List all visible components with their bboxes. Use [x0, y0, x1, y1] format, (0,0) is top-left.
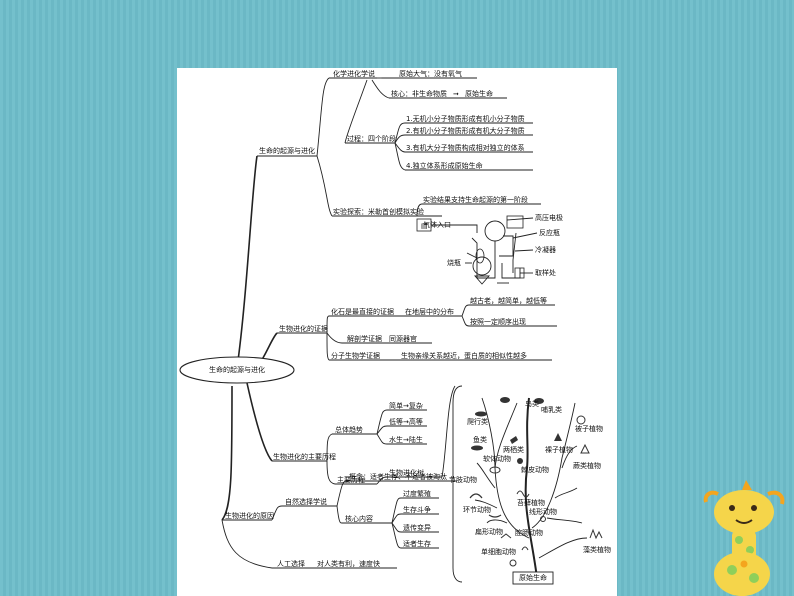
tree-arthropod: 节肢动物	[449, 475, 477, 484]
trend-label: 总体趋势	[335, 425, 363, 434]
anatomy-text: 解剖学证据	[347, 334, 382, 343]
cause-item-4: 适者生存	[403, 539, 431, 548]
evidence-label: 生物进化的证据	[279, 324, 328, 333]
cause-item-3: 遗传变异	[403, 523, 431, 532]
origin-label: 生命的起源与进化	[259, 146, 315, 155]
giraffe-decoration-icon	[703, 480, 785, 596]
tree-protozoa: 单细胞动物	[481, 547, 516, 556]
boiler-label: 烧瓶	[447, 258, 461, 267]
miller-apparatus: ▤	[416, 215, 538, 285]
mind-map-card: 生命的起源与进化 生命的起源与进化 化学进化学说 原始大气：没有氧气 核心：非生…	[177, 68, 617, 596]
tree-mammal: 哺乳类	[541, 405, 562, 414]
tree-organism-icons	[469, 397, 603, 567]
tree-annelid: 环节动物	[463, 505, 491, 514]
tree-cnidarian: 腔肠动物	[515, 528, 543, 537]
core-result-text: 原始生命	[465, 89, 493, 98]
condenser-label: 冷凝器	[535, 245, 556, 254]
tree-root-label: 原始生命	[519, 573, 547, 582]
tree-gymnosperm: 裸子植物	[545, 445, 573, 454]
tree-angiosperm: 被子植物	[575, 424, 603, 433]
artificial-detail: 对人类有利，速度快	[317, 559, 380, 568]
experiment-result: 实验结果支持生命起源的第一阶段	[423, 195, 528, 204]
newer-text: 按照一定顺序出现	[470, 317, 526, 326]
fossil-text: 化石是最直接的证据	[331, 307, 394, 316]
older-text: 越古老，越简单，越低等	[470, 296, 547, 305]
sample-label: 取样处	[535, 268, 556, 277]
tree-fish: 鱼类	[473, 435, 487, 444]
process-step-2: 2.有机小分子物质形成有机大分子物质	[406, 126, 525, 135]
gas-inlet-label: 气体入口	[423, 220, 451, 229]
core-text: 核心：非生命物质	[391, 89, 447, 98]
process-step-4: 4.独立体系形成原始生命	[406, 161, 483, 170]
distribution-text: 在地层中的分布	[405, 307, 454, 316]
tree-algae: 藻类植物	[583, 545, 611, 554]
main-course-label: 主要历程	[337, 475, 365, 484]
chem-theory-label: 化学进化学说	[333, 69, 375, 78]
mind-map: 生命的起源与进化 生命的起源与进化 化学进化学说 原始大气：没有氧气 核心：非生…	[179, 69, 611, 585]
tree-reptile: 爬行类	[467, 417, 488, 426]
tree-amphibian: 两栖类	[503, 445, 524, 454]
core-arrow-icon: ➞	[453, 90, 459, 98]
trend-item-1: 简单→复杂	[389, 401, 423, 410]
tree-mollusk: 软体动物	[483, 454, 511, 463]
tree-root-box	[512, 571, 554, 585]
cause-label: 生物进化的原因	[225, 511, 274, 520]
tree-bird: 鸟类	[525, 399, 539, 408]
tree-echinoderm: 棘皮动物	[521, 465, 549, 474]
artificial-label: 人工选择	[277, 559, 305, 568]
course-label: 生物进化的主要历程	[273, 452, 336, 461]
trend-item-2: 低等→高等	[389, 417, 423, 426]
process-label: 过程：四个阶段	[347, 134, 396, 143]
root-node	[179, 356, 295, 384]
concept-text: 概念：适者生存、不适者被淘汰	[349, 472, 447, 481]
trend-item-3: 水生→陆生	[389, 435, 423, 444]
experiment-label: 实验探索：米勒首创模拟实验	[333, 207, 424, 216]
tree-flatworm: 扁形动物	[475, 527, 503, 536]
flask-label: 反应瓶	[539, 228, 560, 237]
electrode-label: 高压电极	[535, 213, 563, 222]
cause-item-1: 过度繁殖	[403, 489, 431, 498]
molecular-text: 分子生物学证据	[331, 351, 380, 360]
core-content-label: 核心内容	[345, 514, 373, 523]
tree-fern: 蕨类植物	[573, 461, 601, 470]
process-step-1: 1.无机小分子物质形成有机小分子物质	[406, 114, 525, 123]
cause-item-2: 生存斗争	[403, 505, 431, 514]
evolution-tree	[452, 385, 588, 583]
natural-selection-label: 自然选择学说	[285, 497, 327, 506]
atmosphere-text: 原始大气：没有氧气	[399, 69, 462, 78]
tree-bryophyte: 苔藓植物	[517, 498, 545, 507]
root-label: 生命的起源与进化	[209, 365, 265, 374]
tree-nematode: 线形动物	[529, 507, 557, 516]
homologous-text: 同源器官	[389, 334, 417, 343]
process-step-3: 3.有机大分子物质构成相对独立的体系	[406, 143, 525, 152]
svg-text:▤: ▤	[421, 222, 428, 230]
tree-label: 生物进化树	[389, 468, 424, 477]
molecular-detail-text: 生物亲缘关系越近，蛋白质的相似性越多	[401, 351, 527, 360]
